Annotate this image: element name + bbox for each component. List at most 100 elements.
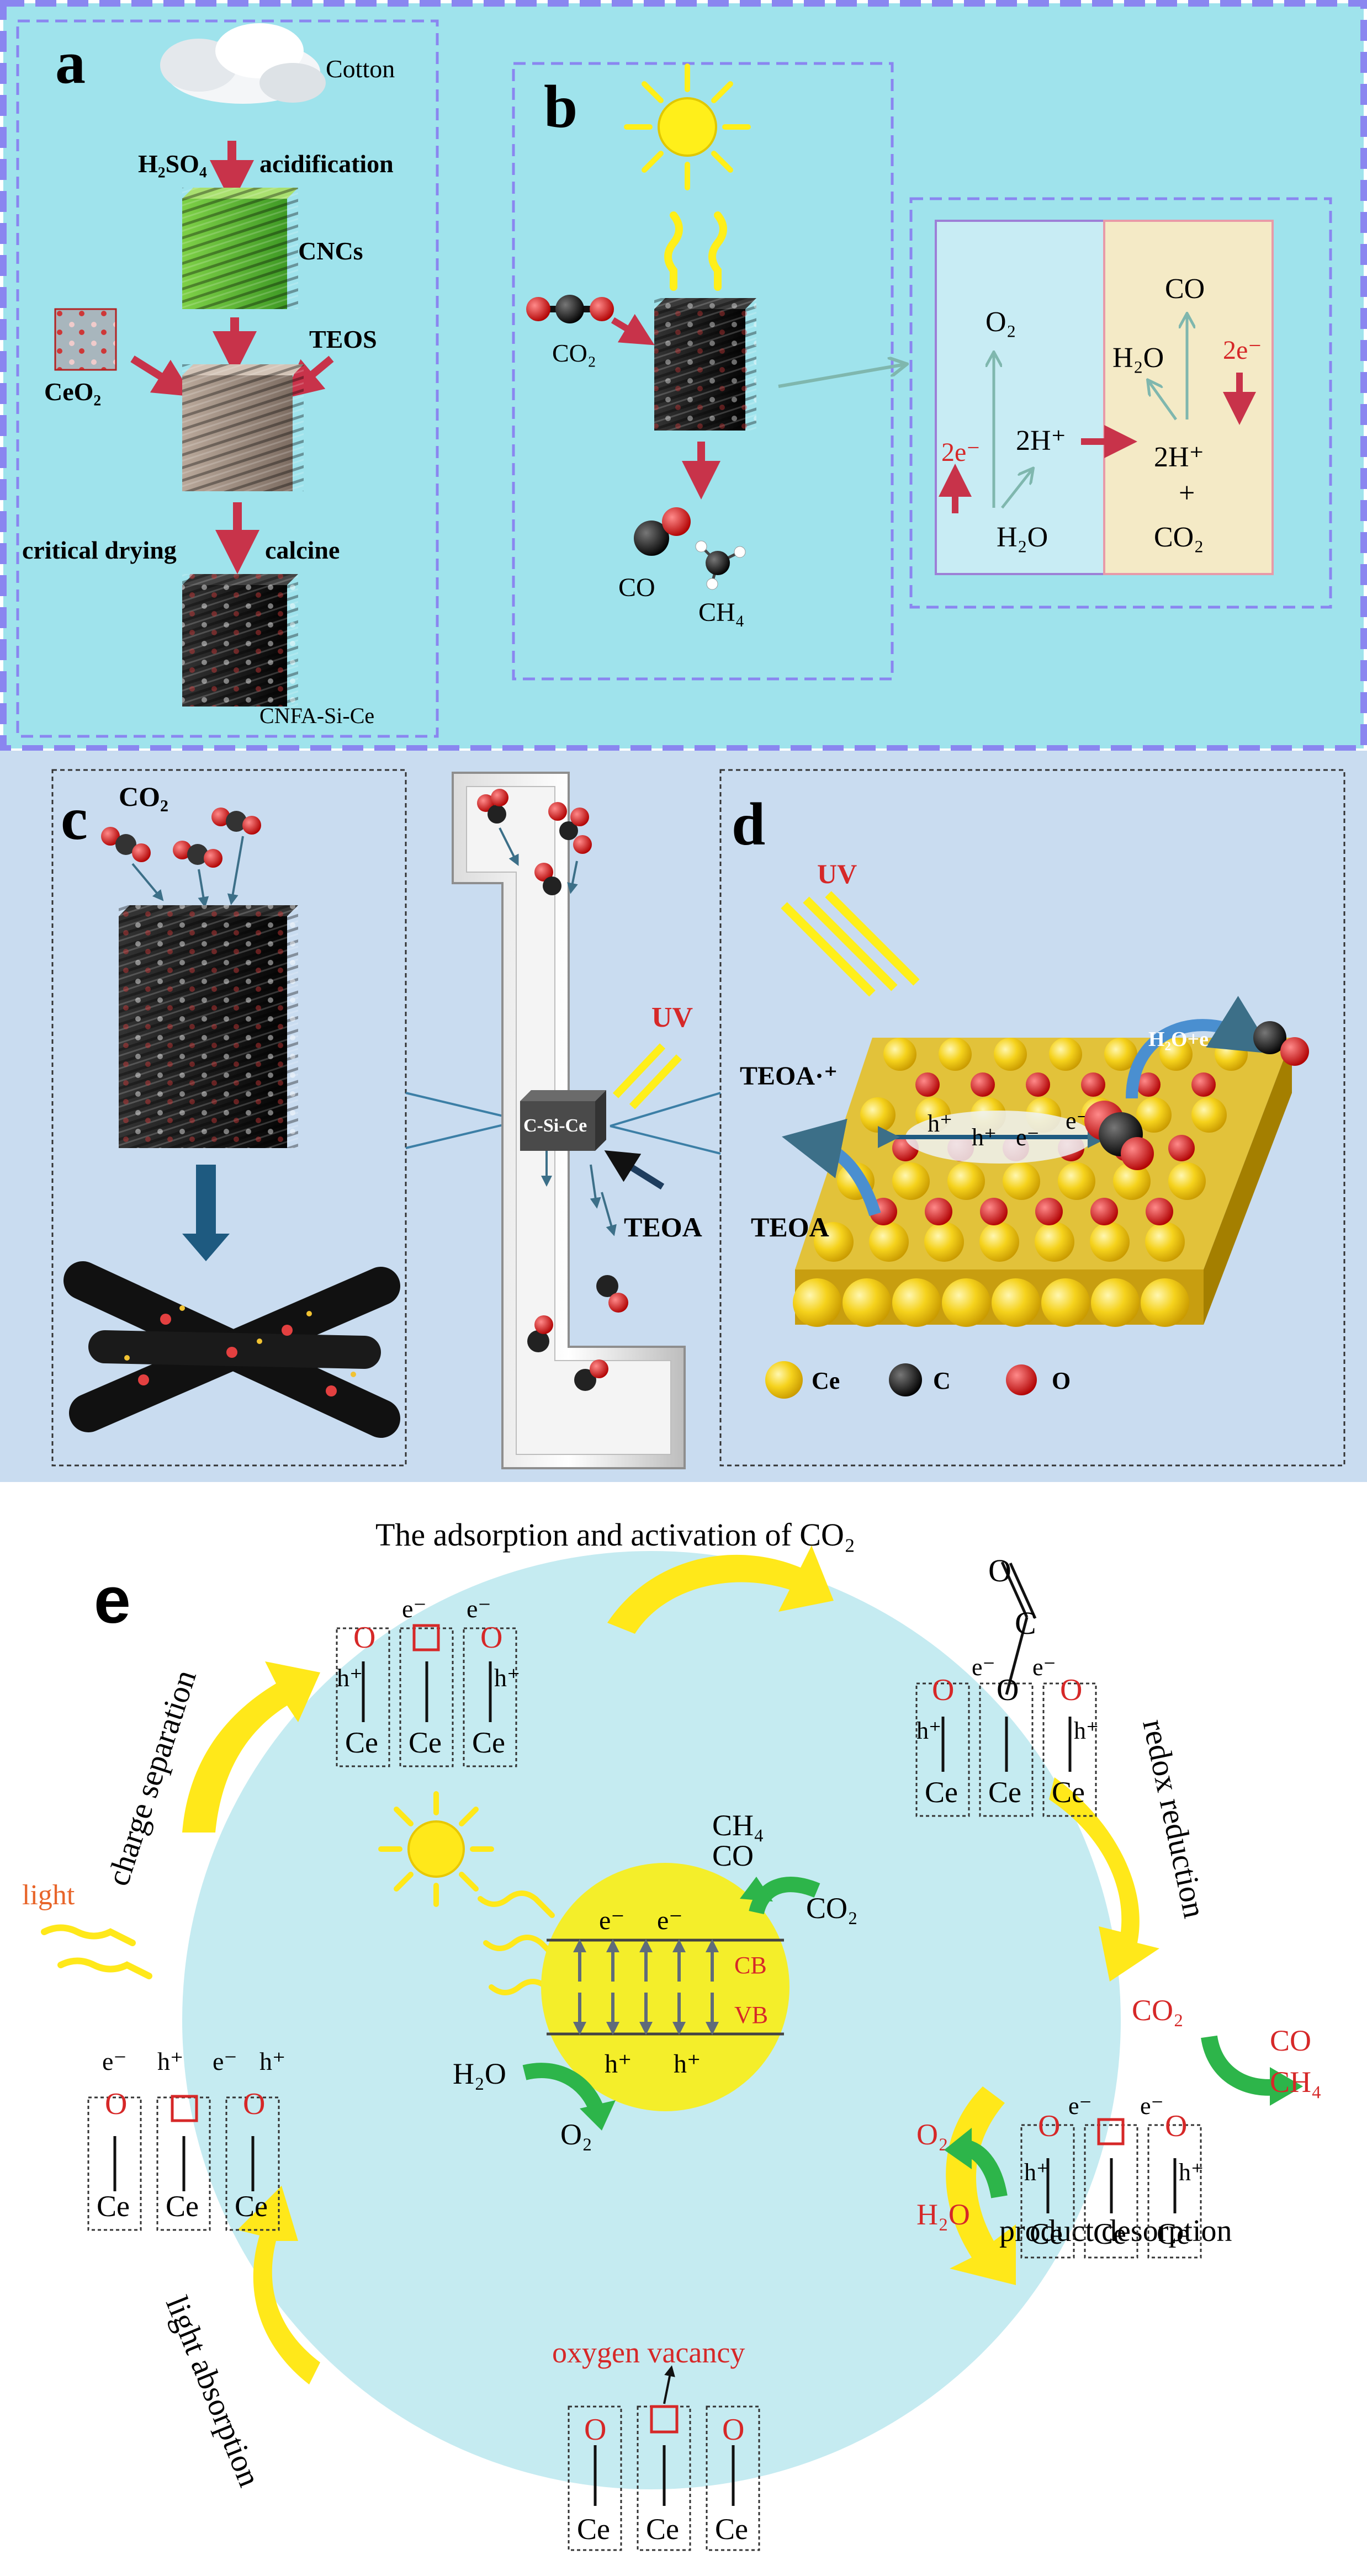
vb-label: VB [734, 2001, 768, 2028]
right-h3: h⁺ [1179, 2159, 1204, 2186]
ceo2-cube-icon [54, 308, 117, 371]
left-h3: h⁺ [259, 2047, 285, 2075]
sun-icon [624, 63, 751, 190]
mechanism-left-box [935, 220, 1105, 575]
calcine-label: calcine [265, 536, 340, 564]
arrow-to-h2o-right [1148, 381, 1178, 421]
mech-2e-left-label: 2e⁻ [941, 438, 981, 467]
center-water-oxidation-arrow [522, 2063, 603, 2112]
co2-molecules-icon [101, 808, 261, 868]
center-sun-icon [378, 1791, 494, 1907]
panel-c-frame [51, 769, 407, 1467]
critical-drying-label: critical drying [22, 536, 177, 564]
center-h2o-label: H₂O [453, 2057, 506, 2090]
tr-e1: e⁻ [972, 1654, 995, 1681]
center-o2-label: O₂ [560, 2118, 592, 2151]
top-h3: h⁺ [494, 1664, 520, 1692]
left-e1: e⁻ [102, 2047, 127, 2075]
legend-o-label: O [1052, 1367, 1071, 1394]
mech-co2-right-label: CO₂ [1154, 522, 1204, 553]
teos-label: TEOS [309, 325, 377, 353]
panel-d-letter: d [732, 790, 765, 858]
ch4-label: CH₄ [698, 598, 744, 627]
co2-to-products-arrowhead [1270, 2067, 1303, 2106]
tr-h3: h⁺ [1074, 1717, 1099, 1744]
fiber-bundle-icon [63, 1261, 400, 1438]
bottom-o1: O [584, 2413, 606, 2447]
co2-to-products-arrow [1201, 2035, 1283, 2096]
co2-label: CO₂ [552, 339, 596, 367]
center-co2-reduction-arrow [749, 1877, 820, 1915]
center-water-oxidation-arrowhead [580, 2100, 616, 2131]
panel-d-teoa-radical-label: TEOA·⁺ [740, 1061, 838, 1091]
co2-molecule-icon [526, 295, 614, 323]
center-e1: e⁻ [599, 1906, 625, 1935]
center-co2-reduction-arrowhead [740, 1877, 773, 1902]
uv-beam-icon [612, 1043, 682, 1109]
center-e2: e⁻ [657, 1906, 683, 1935]
panel-c-co2-label: CO₂ [119, 781, 168, 812]
ch4-molecule-icon [695, 540, 746, 590]
top-h1: h⁺ [337, 1664, 363, 1692]
top-o1: O [353, 1621, 375, 1655]
bottom-o3: O [722, 2413, 744, 2447]
top-ce2: Ce [409, 1726, 442, 1759]
adsorbed-co2-icon [1084, 1101, 1154, 1170]
tr-c: C [1015, 1605, 1036, 1641]
site-group-right [1020, 2118, 1202, 2259]
panel-c-letter: c [61, 785, 88, 852]
uv-rays-icon [781, 891, 920, 997]
top-e1: e⁻ [402, 1595, 427, 1623]
tr-o-top: O [988, 1553, 1011, 1589]
arrow-ceo2-to-composite [130, 355, 193, 397]
left-o3: O [243, 2087, 265, 2121]
right-o2-label: O₂ [916, 2118, 949, 2151]
panel-d-h-plus-center: h⁺ [972, 1124, 997, 1151]
center-co2-label: CO₂ [806, 1892, 858, 1925]
panel-d-e-minus-center: e⁻ [1016, 1124, 1040, 1151]
right-h2o-label: H₂O [916, 2198, 970, 2231]
right-e2: e⁻ [1140, 2092, 1164, 2120]
reactor-co2-molecules [477, 789, 628, 1391]
mech-2h-label: 2H⁺ [1016, 425, 1066, 456]
left-ce1: Ce [97, 2190, 130, 2223]
atom-legend: Ce C O [765, 1361, 1071, 1399]
mech-2h-right-label: 2H⁺ [1154, 442, 1204, 473]
panel-d-h-plus-left: h⁺ [928, 1110, 952, 1137]
right-ce3: Ce [1157, 2217, 1190, 2250]
bottom-ce2: Ce [646, 2513, 679, 2546]
panel-d-h2o-e-label: H₂O+e [1148, 1028, 1209, 1051]
catalyst-aerogel-icon [119, 905, 298, 1148]
site-group-top [336, 1624, 517, 1767]
panel-b-letter: b [544, 73, 577, 140]
zoom-arrow-icon [182, 1165, 230, 1261]
teoa-oxidation-arrow [782, 1118, 881, 1217]
top-o3: O [480, 1621, 502, 1655]
left-h2: h⁺ [157, 2047, 183, 2075]
cncs-label: CNCs [298, 237, 363, 265]
top-e2: e⁻ [467, 1595, 491, 1623]
oxygen-vacancy-square [412, 1624, 440, 1651]
site-group-bottom [568, 2365, 760, 2551]
tr-o1: O [932, 1673, 954, 1707]
right-ce2: Ce [1093, 2217, 1126, 2250]
right-e1: e⁻ [1068, 2092, 1092, 2120]
tr-e2: e⁻ [1032, 1654, 1056, 1681]
bottom-ce3: Ce [715, 2513, 748, 2546]
cncs-block-icon [182, 188, 298, 309]
co-product-icon [1253, 1021, 1309, 1066]
right-ch4-label: CH₄ [1270, 2065, 1322, 2099]
right-o1: O [1038, 2109, 1060, 2143]
bottom-ce1: Ce [577, 2513, 610, 2546]
panel-c-uv-label: UV [651, 1002, 693, 1033]
panel-a-frame [16, 19, 439, 738]
panel-c-teoa-label: TEOA [624, 1212, 702, 1242]
left-light-label: light [22, 1879, 75, 1911]
mech-co-right-label: CO [1165, 273, 1205, 305]
left-e2: e⁻ [213, 2047, 237, 2075]
center-co-label: CO [712, 1839, 754, 1872]
right-h1: h⁺ [1024, 2159, 1049, 2186]
tr-o3: O [1060, 1673, 1082, 1707]
right-co-label: CO [1270, 2024, 1311, 2057]
